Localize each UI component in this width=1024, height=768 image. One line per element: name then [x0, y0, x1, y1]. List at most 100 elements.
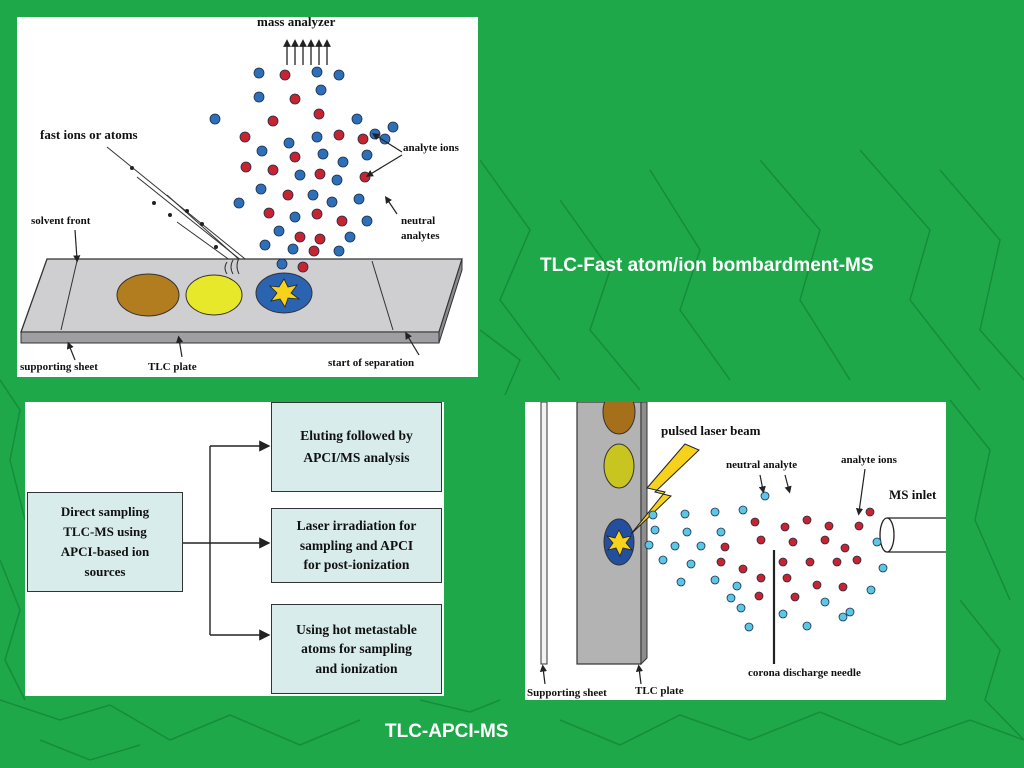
neutral-analyte — [744, 622, 754, 632]
source-line: TLC-MS using — [63, 523, 147, 539]
analyte-ion — [308, 245, 320, 257]
option-line: and ionization — [315, 660, 398, 676]
neutral-analyte — [866, 585, 876, 595]
laser-burst — [605, 529, 634, 557]
neutral-particle — [361, 149, 373, 161]
analyte-ions-label: analyte ions — [841, 454, 897, 466]
mass-analyzer-label: mass analyzer — [257, 17, 336, 29]
neutral-particle — [255, 183, 267, 195]
option-line: atoms for sampling — [301, 641, 412, 657]
solvent-front-label: solvent front — [31, 215, 91, 227]
impact-burst — [268, 278, 301, 308]
tlc-plate-label: TLC plate — [148, 361, 197, 373]
neutral-particle — [315, 84, 327, 96]
analyte-ion — [357, 133, 369, 145]
supporting-sheet — [540, 402, 548, 665]
neutral-analyte — [710, 575, 720, 585]
neutral-analyte — [710, 507, 720, 517]
tlc-plate-label: TLC plate — [635, 685, 684, 697]
neutral-analyte — [686, 559, 696, 569]
analyte-ion — [359, 171, 371, 183]
neutral-particle — [326, 196, 338, 208]
analyte-ion — [865, 507, 875, 517]
neutral-particle — [311, 131, 323, 143]
neutral-analyte — [670, 541, 680, 551]
analyte-ion — [297, 261, 309, 273]
neutral-particle — [379, 133, 391, 145]
label-pointers — [66, 133, 420, 361]
neutral-particle — [233, 197, 245, 209]
fab-caption: TLC-Fast atom/ion bombardment-MS — [540, 255, 874, 276]
analyte-ion — [832, 557, 842, 567]
analyte-ion — [812, 580, 822, 590]
brown-spot — [116, 273, 180, 317]
brown-spot — [602, 402, 636, 435]
neutral-analyte — [820, 597, 830, 607]
source-line: APCI-based ion — [60, 544, 150, 559]
flowchart-panel: Direct sampling TLC-MS using APCI-based … — [25, 402, 444, 696]
neutral-particle — [331, 174, 343, 186]
neutral-particle — [256, 145, 268, 157]
neutral-analyte — [644, 540, 654, 550]
neutral-particle — [361, 215, 373, 227]
neutral-particle — [259, 239, 271, 251]
analyte-ion — [782, 573, 792, 583]
apci-particle-cloud — [644, 491, 888, 632]
neutral-analyte — [680, 509, 690, 519]
neutral-particle — [344, 231, 356, 243]
analytes-label: analytes — [401, 230, 440, 242]
neutral-particle — [387, 121, 399, 133]
neutral-particle — [333, 245, 345, 257]
neutral-particle — [209, 113, 221, 125]
analyte-ion — [788, 537, 798, 547]
analyte-ion — [802, 515, 812, 525]
neutral-analyte — [838, 612, 848, 622]
analyte-ion — [333, 129, 345, 141]
particle-cloud — [209, 66, 399, 273]
analyte-ion — [311, 208, 323, 220]
neutral-analyte — [738, 505, 748, 515]
analyte-ion — [756, 573, 766, 583]
apci-diagram-graphic — [539, 402, 946, 685]
neutral-label: neutral — [401, 215, 436, 227]
option-line: Using hot metastable — [296, 621, 417, 637]
neutral-particle — [253, 91, 265, 103]
fab-diagram-panel: mass analyzer fast ions or atoms analyte… — [17, 17, 478, 377]
analyte-ions-label: analyte ions — [403, 142, 459, 154]
analyte-ion — [750, 517, 760, 527]
option-line: APCI/MS analysis — [303, 450, 410, 465]
analyte-ion — [263, 207, 275, 219]
analyte-ion — [267, 164, 279, 176]
tlc-plate — [20, 258, 463, 344]
apci-diagram-panel: pulsed laser beam neutral analyte analyt… — [525, 402, 946, 700]
analyte-ion — [854, 521, 864, 531]
analyte-ion — [267, 115, 279, 127]
yellow-spot — [603, 443, 635, 489]
analyte-ion — [778, 557, 788, 567]
fast-ions-label: fast ions or atoms — [40, 127, 138, 142]
option-line: Eluting followed by — [300, 427, 413, 443]
analyte-ion — [820, 535, 830, 545]
fast-ion-dots — [130, 166, 218, 249]
neutral-particle — [337, 156, 349, 168]
flow-option-laser: Laser irradiation for sampling and APCI … — [271, 508, 442, 583]
neutral-analyte — [676, 577, 686, 587]
neutral-particle — [276, 258, 288, 270]
neutral-particle — [307, 189, 319, 201]
flowchart-connectors — [183, 440, 271, 641]
analyte-ion — [289, 151, 301, 163]
neutral-analyte — [778, 609, 788, 619]
neutral-particle — [351, 113, 363, 125]
neutral-analyte — [726, 593, 736, 603]
neutral-particle — [289, 211, 301, 223]
neutral-analyte — [696, 541, 706, 551]
analyte-ion — [239, 131, 251, 143]
corona-needle-label: corona discharge needle — [748, 667, 861, 679]
option-line: for post-ionization — [303, 557, 410, 573]
analyte-ion — [790, 592, 800, 602]
option-line: Laser irradiation for — [296, 518, 417, 534]
pulsed-laser-label: pulsed laser beam — [661, 423, 761, 438]
neutral-particle — [333, 69, 345, 81]
neutral-particle — [287, 243, 299, 255]
neutral-analyte — [760, 491, 770, 501]
